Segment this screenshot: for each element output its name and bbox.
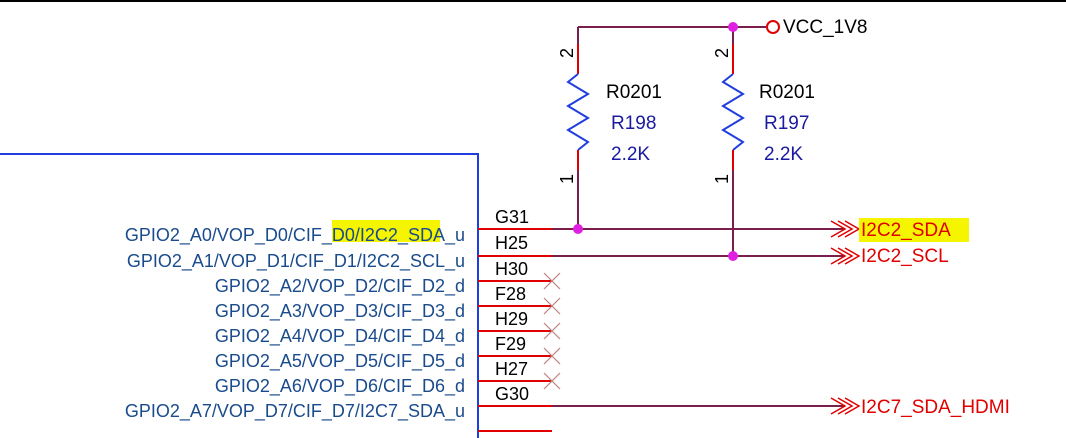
junction-dot <box>573 224 583 234</box>
highlight-box <box>859 218 969 242</box>
net-arrow <box>830 247 847 265</box>
pin-number: F29 <box>495 334 526 354</box>
power-net-label: VCC_1V8 <box>783 17 868 38</box>
power-rail: VCC_1V8 <box>577 17 868 44</box>
pin-name: GPIO2_A0/VOP_D0/CIF_D0/I2C2_SDA_u <box>125 225 465 246</box>
pin-name: GPIO2_A6/VOP_D6/CIF_D6_d <box>215 376 465 397</box>
no-connect-marker <box>543 347 561 365</box>
resistor-package: R0201 <box>606 82 662 103</box>
pin-name: GPIO2_A4/VOP_D4/CIF_D4_d <box>215 326 465 347</box>
pin-row-h30: GPIO2_A2/VOP_D2/CIF_D2_d H30 <box>215 259 561 297</box>
net-label: I2C2_SDA <box>861 220 951 241</box>
pin-name: GPIO2_A2/VOP_D2/CIF_D2_d <box>215 276 465 297</box>
net-arrow <box>837 247 854 265</box>
junction-dot <box>728 22 738 32</box>
no-connect-marker <box>543 322 561 340</box>
no-connect-marker <box>543 372 561 390</box>
pin-row-h29: GPIO2_A4/VOP_D4/CIF_D4_d H29 <box>215 309 561 347</box>
resistor-value: 2.2K <box>764 144 803 165</box>
pin-number: G30 <box>495 384 529 404</box>
no-connect-marker <box>543 297 561 315</box>
resistor-pin-number: 1 <box>712 174 732 184</box>
pin-number: H27 <box>495 359 528 379</box>
net-arrow <box>844 247 861 265</box>
top-border <box>0 0 1066 2</box>
pin-row-h25: GPIO2_A1/VOP_D1/CIF_D1/I2C2_SCL_u H25 I2… <box>127 233 949 272</box>
pin-row-g30: GPIO2_A7/VOP_D7/CIF_D7/I2C7_SDA_u G30 I2… <box>125 384 1010 422</box>
no-connect-marker <box>543 272 561 290</box>
resistor-r198: 2 1 R0201 R198 2.2K <box>557 44 662 229</box>
resistor-value: 2.2K <box>611 144 650 165</box>
chip-outline <box>0 153 479 438</box>
junction-dot <box>728 251 738 261</box>
net-arrow <box>837 397 854 415</box>
power-port-symbol <box>766 20 780 34</box>
pin-name: GPIO2_A3/VOP_D3/CIF_D3_d <box>215 301 465 322</box>
pin-number: G31 <box>495 207 529 227</box>
highlight-box <box>332 220 440 242</box>
resistor-pin-number: 2 <box>557 48 577 58</box>
pin-row-h27: GPIO2_A6/VOP_D6/CIF_D6_d H27 <box>215 359 561 397</box>
pin-row-f28: GPIO2_A3/VOP_D3/CIF_D3_d F28 <box>215 284 561 322</box>
net-arrow <box>844 397 861 415</box>
pin-row-f29: GPIO2_A5/VOP_D5/CIF_D5_d F29 <box>215 334 561 372</box>
pin-number: F28 <box>495 284 526 304</box>
resistor-ref: R198 <box>611 113 656 134</box>
pin-name: GPIO2_A1/VOP_D1/CIF_D1/I2C2_SCL_u <box>127 251 465 272</box>
pin-name: GPIO2_A7/VOP_D7/CIF_D7/I2C7_SDA_u <box>125 401 465 422</box>
net-label: I2C2_SCL <box>861 246 949 267</box>
pin-name: GPIO2_A5/VOP_D5/CIF_D5_d <box>215 351 465 372</box>
pin-row-g31: GPIO2_A0/VOP_D0/CIF_D0/I2C2_SDA_u G31 I2… <box>125 207 969 246</box>
net-arrow <box>830 220 847 238</box>
net-label: I2C7_SDA_HDMI <box>861 397 1010 418</box>
resistor-pin-number: 2 <box>712 48 732 58</box>
resistor-package: R0201 <box>759 82 815 103</box>
pin-number: H29 <box>495 309 528 329</box>
resistor-pin-number: 1 <box>557 174 577 184</box>
resistor-r197: 2 1 R0201 R197 2.2K <box>712 44 815 256</box>
pin-number: H25 <box>495 233 528 253</box>
net-arrow <box>830 397 847 415</box>
resistor-ref: R197 <box>764 113 809 134</box>
pin-number: H30 <box>495 259 528 279</box>
net-arrow <box>837 220 854 238</box>
